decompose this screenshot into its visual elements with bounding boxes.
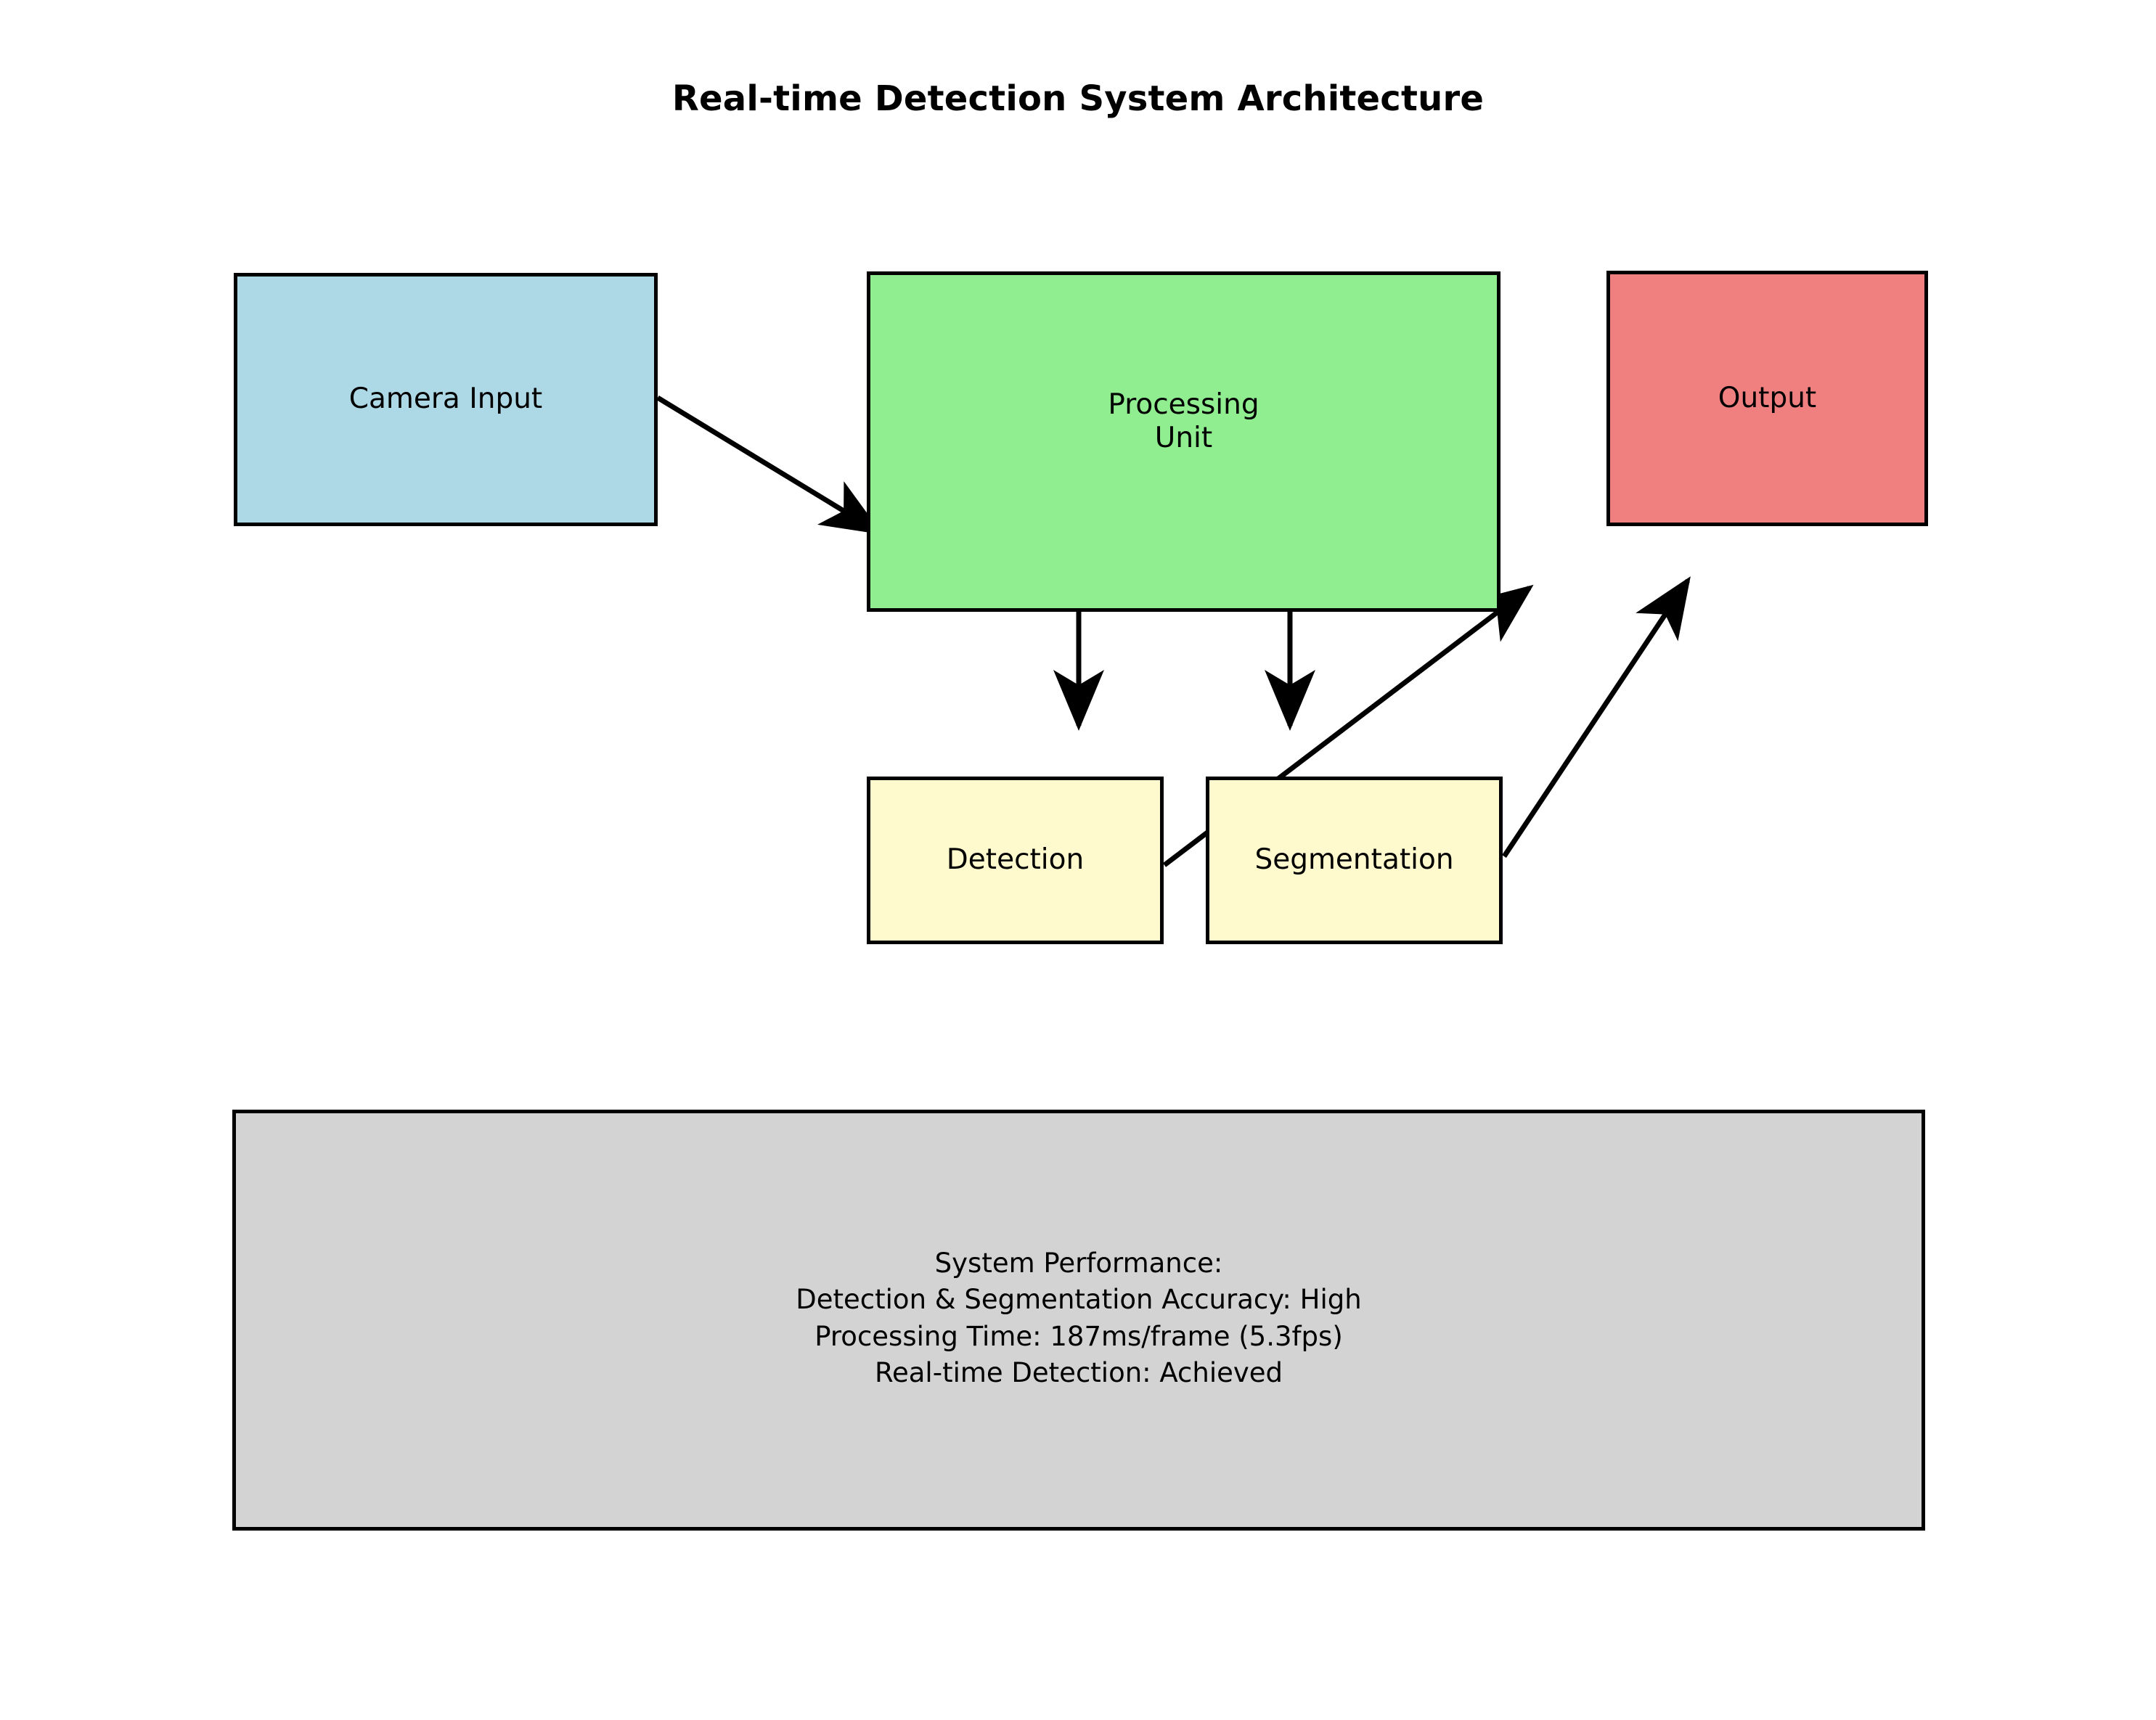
node-processing-unit-label: Processing Unit [1108,388,1259,455]
node-output-label: Output [1718,381,1817,414]
performance-summary-text: System Performance: Detection & Segmenta… [796,1248,1362,1388]
edge-camera-input-to-processing-unit [656,396,883,535]
node-camera-input[interactable]: Camera Input [234,273,658,526]
node-camera-input-label: Camera Input [348,382,543,416]
node-detection[interactable]: Detection [867,777,1164,944]
page-title: Real-time Detection System Architecture [671,78,1485,119]
node-segmentation-label: Segmentation [1254,843,1454,877]
node-output[interactable]: Output [1606,271,1928,526]
edge-segmentation-to-output [1502,576,1691,858]
node-detection-label: Detection [946,843,1085,877]
node-processing-unit[interactable]: Processing Unit [867,271,1500,612]
performance-panel [232,1110,1925,1531]
node-segmentation[interactable]: Segmentation [1206,777,1503,944]
